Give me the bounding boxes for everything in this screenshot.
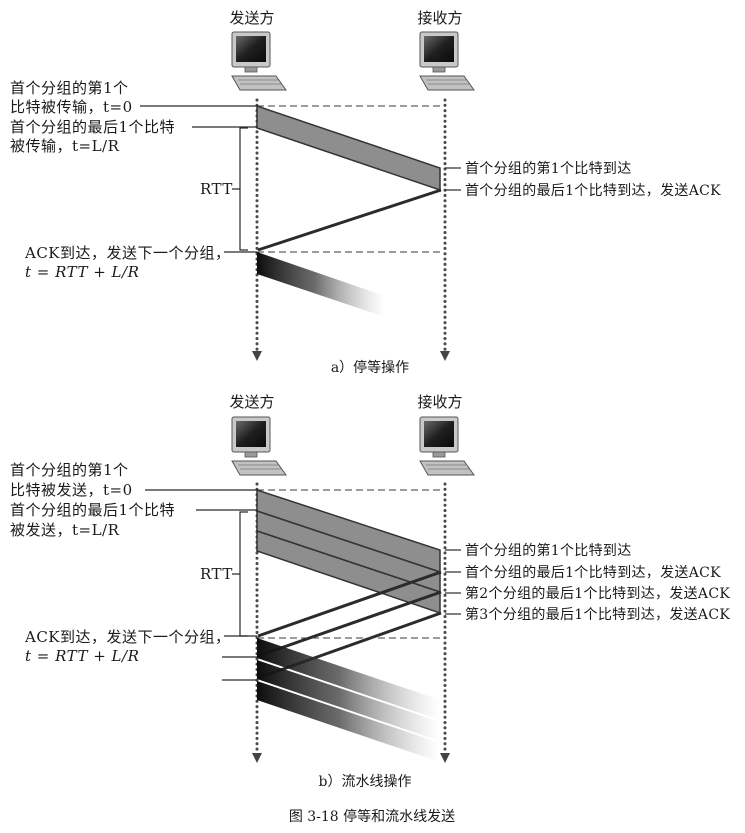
ack-line [257, 188, 442, 252]
packet3-arrival-label: 第3个分组的最后1个比特到达，发送ACK [465, 606, 730, 623]
rtt-bracket [232, 511, 248, 637]
first-bit-label: 首个分组的第1个 [10, 79, 129, 97]
packet1-arrival-label: 首个分组的最后1个比特到达，发送ACK [465, 565, 721, 581]
diagram-pipelined: 发送方 接收方 [10, 393, 730, 790]
subfigure-caption: a）停等操作 [331, 359, 409, 376]
sender-timeline-arrow [252, 351, 262, 361]
first-bit-time-label: 比特被传输，t=0 [10, 98, 133, 116]
sender-timeline-arrow [252, 753, 262, 763]
rtt-label: RTT [200, 180, 233, 198]
receiver-timeline-arrow [440, 351, 450, 361]
figure-caption: 图 3-18 停等和流水线发送 [289, 808, 455, 825]
first-bit-arrival-label: 首个分组的第1个比特到达 [465, 160, 632, 177]
ack-arrival-label: ACK到达，发送下一个分组， [24, 628, 231, 646]
computer-icon [231, 416, 287, 476]
receiver-label: 接收方 [417, 393, 462, 411]
last-bit-label: 首个分组的最后1个比特 [10, 501, 175, 519]
last-bit-label: 首个分组的最后1个比特 [10, 118, 175, 136]
ack-line-1 [257, 570, 442, 638]
packet-band [256, 104, 441, 192]
first-bit-time-label: 比特被发送，t=0 [10, 481, 133, 499]
ack-arrival-label: ACK到达，发送下一个分组， [24, 244, 231, 262]
computer-icon [231, 31, 287, 91]
last-bit-time-label: 被传输，t=L/R [10, 137, 120, 155]
ack-line-2 [257, 590, 442, 658]
diagram-stop-and-wait: 发送方 接收方 [10, 9, 721, 376]
computer-icon [419, 31, 475, 91]
receiver-label: 接收方 [417, 9, 462, 27]
next-packet-band [257, 252, 385, 317]
packet2-arrival-label: 第2个分组的最后1个比特到达，发送ACK [465, 585, 730, 602]
ack-arrival-time-label: t = RTT + L/R [25, 647, 139, 665]
subfigure-caption: b）流水线操作 [319, 774, 412, 790]
next-packet-band-3 [257, 681, 440, 762]
next-packet-band-1 [257, 638, 440, 720]
last-bit-time-label: 被发送，t=L/R [10, 521, 120, 539]
last-bit-arrival-label: 首个分组的最后1个比特到达，发送ACK [465, 183, 721, 199]
receiver-timeline-arrow [440, 753, 450, 763]
first-bit-arrival-label: 首个分组的第1个比特到达 [465, 542, 632, 559]
sender-label: 发送方 [229, 393, 274, 411]
rtt-label: RTT [200, 565, 233, 583]
ack-arrival-time-label: t = RTT + L/R [25, 263, 139, 281]
computer-icon [419, 416, 475, 476]
rtt-bracket [232, 127, 248, 251]
sender-label: 发送方 [229, 9, 274, 27]
next-packet-band-2 [257, 660, 440, 741]
first-bit-label: 首个分组的第1个 [10, 461, 129, 479]
